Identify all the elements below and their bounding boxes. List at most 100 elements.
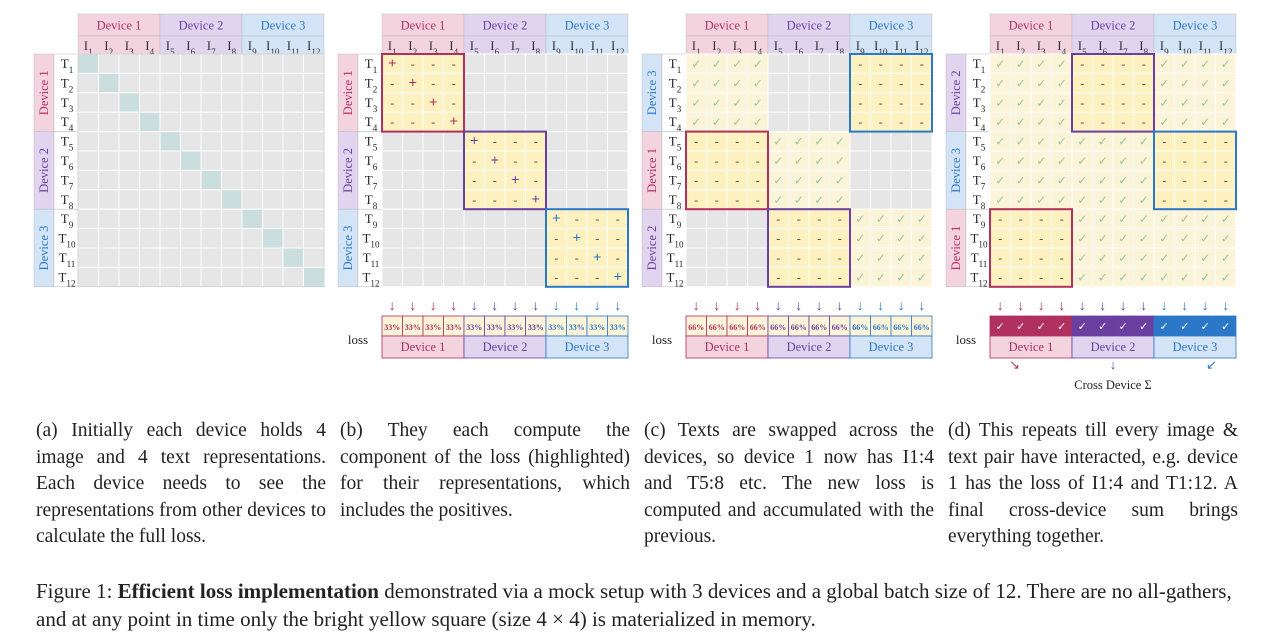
matrix-cell	[767, 92, 789, 113]
cell-mark: ✓	[1180, 212, 1190, 226]
cell-mark: -	[756, 135, 760, 149]
cell-mark: ✓	[1057, 57, 1067, 71]
cell-mark: ✓	[1098, 251, 1108, 265]
cell-mark: -	[554, 232, 558, 246]
image-label: I10	[570, 38, 584, 57]
text-label: T8	[669, 192, 682, 211]
cell-mark: ✓	[794, 154, 804, 168]
matrix-cell	[402, 266, 424, 288]
matrix-cell	[402, 150, 424, 171]
cell-mark: ✓	[794, 135, 804, 149]
cell-mark: -	[575, 212, 579, 226]
text-label-column	[661, 131, 687, 210]
matrix-cell	[241, 228, 263, 249]
matrix-cell	[221, 72, 243, 94]
loss-value: 66%	[770, 323, 786, 332]
matrix-cell	[118, 247, 140, 268]
matrix-cell	[98, 169, 120, 191]
loss-check: ✓	[1139, 321, 1148, 333]
cell-mark: ✓	[1139, 135, 1149, 149]
matrix-cell	[381, 189, 403, 210]
cell-mark: -	[493, 173, 497, 187]
cell-mark: ✓	[835, 154, 845, 168]
matrix-cell	[221, 266, 243, 288]
matrix-cell	[767, 111, 789, 133]
loss-value: 33%	[405, 323, 421, 332]
down-arrow: ↓	[836, 299, 843, 314]
loss-value: 33%	[425, 323, 441, 332]
text-label: T12	[362, 269, 380, 288]
text-label: T12	[666, 269, 684, 288]
cell-mark: -	[1101, 57, 1105, 71]
cell-mark: -	[616, 212, 620, 226]
header-device-label: Device 2	[483, 19, 528, 33]
cell-mark: -	[1080, 57, 1084, 71]
matrix-cell	[241, 208, 263, 230]
text-label: T7	[669, 172, 682, 191]
matrix-cell	[303, 189, 325, 210]
cell-mark: -	[817, 270, 821, 284]
matrix-cell	[180, 189, 202, 210]
loss-value: 66%	[709, 323, 725, 332]
header-device-label: Device 2	[1091, 19, 1136, 33]
matrix-cell	[139, 131, 161, 152]
matrix-cell	[180, 53, 202, 74]
matrix-cell	[118, 189, 140, 210]
cell-mark: ✓	[1098, 154, 1108, 168]
cell-mark: ✓	[1159, 76, 1169, 90]
image-label: I12	[915, 38, 929, 57]
down-arrow: ↓	[1181, 299, 1188, 314]
down-arrow: ↓	[734, 299, 741, 314]
cell-mark: ✓	[835, 135, 845, 149]
cell-mark: ✓	[1221, 115, 1231, 129]
cell-mark: +	[552, 211, 561, 227]
matrix-cell	[77, 266, 99, 288]
down-arrow: ↓	[1038, 299, 1045, 314]
cell-mark: -	[534, 135, 538, 149]
image-label: I3	[429, 38, 438, 57]
text-label: T8	[973, 192, 986, 211]
matrix-cell	[221, 208, 243, 230]
text-label: T7	[365, 172, 378, 191]
cell-mark: -	[858, 96, 862, 110]
matrix-cell	[566, 169, 588, 191]
cell-mark: -	[998, 212, 1002, 226]
cell-mark: ✓	[1139, 173, 1149, 187]
cell-mark: ✓	[732, 96, 742, 110]
row-device-label: Device 2	[37, 148, 51, 193]
cell-mark: -	[735, 135, 739, 149]
text-label: T6	[973, 153, 986, 172]
cell-mark: ✓	[732, 57, 742, 71]
cell-mark: -	[513, 154, 517, 168]
cell-mark: -	[735, 154, 739, 168]
matrix-cell	[849, 169, 871, 191]
image-label: I9	[856, 38, 865, 57]
matrix-cell	[98, 208, 120, 230]
cell-mark: -	[756, 154, 760, 168]
image-label: I8	[1139, 38, 1148, 57]
cell-mark: -	[838, 270, 842, 284]
cell-mark: ✓	[1159, 96, 1169, 110]
matrix-cell	[788, 72, 810, 94]
cell-mark: ✓	[1180, 115, 1190, 129]
cell-mark: ✓	[691, 76, 701, 90]
matrix-cell	[463, 53, 485, 74]
cell-mark: ✓	[753, 96, 763, 110]
cell-mark: ✓	[1118, 232, 1128, 246]
cell-mark: -	[1039, 270, 1043, 284]
loss-check: ✓	[1119, 321, 1128, 333]
cell-mark: ✓	[1016, 154, 1026, 168]
loss-label: loss	[348, 332, 368, 347]
active-block-border	[685, 130, 769, 211]
text-label: T3	[973, 95, 986, 114]
text-label-column	[53, 208, 79, 288]
matrix-cell	[159, 208, 181, 230]
text-label: T9	[365, 211, 378, 230]
matrix-cell	[808, 92, 830, 113]
matrix-cell	[159, 150, 181, 171]
cell-mark: -	[575, 270, 579, 284]
cross-arrow-3: ↙	[1206, 357, 1217, 372]
cell-mark: -	[694, 193, 698, 207]
